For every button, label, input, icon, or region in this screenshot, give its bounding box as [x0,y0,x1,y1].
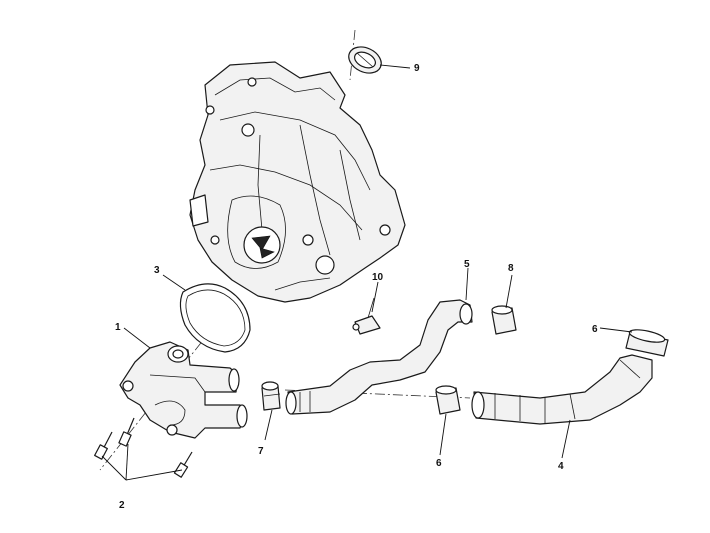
callout-10: 10 [372,272,384,283]
callout-2: 2 [119,500,125,511]
callout-1: 1 [115,322,121,333]
hose-short-part [471,354,653,425]
cap-part [348,46,382,74]
callout-9: 9 [414,63,420,74]
callout-8: 8 [508,263,514,274]
callout-4: 4 [558,461,564,472]
pump-housing [189,61,406,303]
clamp-part-6-lower [435,385,461,415]
clip-part-10 [352,297,381,335]
callout-6-lower: 6 [436,458,442,469]
clamp-part-8 [491,305,517,335]
thermostat-housing-part [119,341,248,439]
gasket-part [179,283,251,353]
callout-6-upper: 6 [592,324,598,335]
hose-long-part [285,299,473,415]
clamp-part-7 [261,381,281,411]
callout-7: 7 [258,446,264,457]
callout-3: 3 [154,265,160,276]
leader-lines [101,64,633,481]
callout-5: 5 [464,259,470,270]
callouts: 9 3 1 2 7 5 8 10 6 6 4 [115,63,598,511]
clamp-part-6-upper [625,329,669,357]
